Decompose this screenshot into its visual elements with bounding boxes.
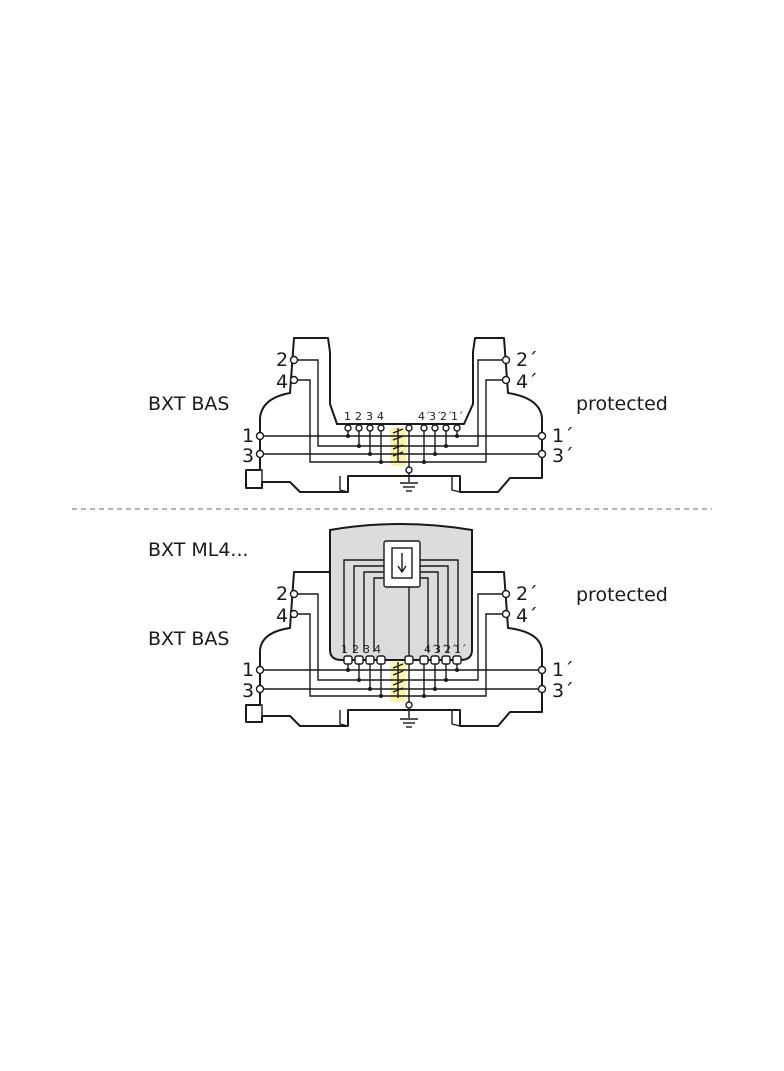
inner-label-3-prime: 3´ [429, 410, 442, 423]
pin-1-prime: 1´ [552, 425, 574, 447]
inner-terminals-left [344, 424, 385, 464]
pin-3: 3 [242, 445, 254, 467]
surge-arrester-symbol [392, 662, 404, 698]
inner-terminals-right [405, 424, 461, 464]
label-left: BXT BAS [148, 393, 229, 415]
inner-label-1-prime: 1´ [454, 643, 467, 656]
label-right: protected [576, 393, 668, 415]
diagram-bxt-ml4-on-bas: BXT ML4... BXT BAS protected 2 4 1 3 2´ … [148, 523, 668, 728]
pin-1: 1 [242, 659, 254, 681]
pin-1-prime: 1´ [552, 659, 574, 681]
inner-terminals-right [404, 655, 462, 698]
pin-4: 4 [276, 371, 288, 393]
pin-2: 2 [276, 349, 288, 371]
pin-3-prime: 3´ [552, 445, 574, 467]
pin-2-prime: 2´ [516, 349, 538, 371]
ground-icon [400, 431, 418, 492]
module-housing [329, 523, 473, 661]
pin-3: 3 [242, 680, 254, 702]
inner-label-4-prime: 4´ [418, 410, 431, 423]
inner-label-4-prime: 4´ [424, 643, 437, 656]
inner-label-2-prime: 2´ [444, 643, 457, 656]
inner-label-4: 4 [374, 643, 381, 656]
pin-1: 1 [242, 425, 254, 447]
label-module: BXT ML4... [148, 539, 249, 561]
pin-4-prime: 4´ [516, 605, 538, 627]
label-right: protected [576, 584, 668, 606]
label-base: BXT BAS [148, 628, 229, 650]
ground-icon [400, 664, 418, 728]
pin-2-prime: 2´ [516, 583, 538, 605]
inner-label-1: 1 [341, 643, 348, 656]
surge-arrester-symbol [392, 428, 404, 462]
pin-4: 4 [276, 605, 288, 627]
pin-3-prime: 3´ [552, 680, 574, 702]
inner-label-3: 3 [366, 410, 373, 423]
diagram-bxt-bas: BXT BAS protected 2 4 1 3 2´ 4´ 1´ 3´ 1 … [148, 337, 668, 493]
inner-label-3: 3 [363, 643, 370, 656]
inner-label-2: 2 [352, 643, 359, 656]
inner-label-2-prime: 2´ [440, 410, 453, 423]
inner-label-1: 1 [344, 410, 351, 423]
inner-label-1-prime: 1´ [451, 410, 464, 423]
pin-4-prime: 4´ [516, 371, 538, 393]
pin-2: 2 [276, 583, 288, 605]
inner-label-3-prime: 3´ [434, 643, 447, 656]
inner-label-2: 2 [355, 410, 362, 423]
inner-terminals-left [343, 655, 386, 698]
inner-label-4: 4 [377, 410, 384, 423]
